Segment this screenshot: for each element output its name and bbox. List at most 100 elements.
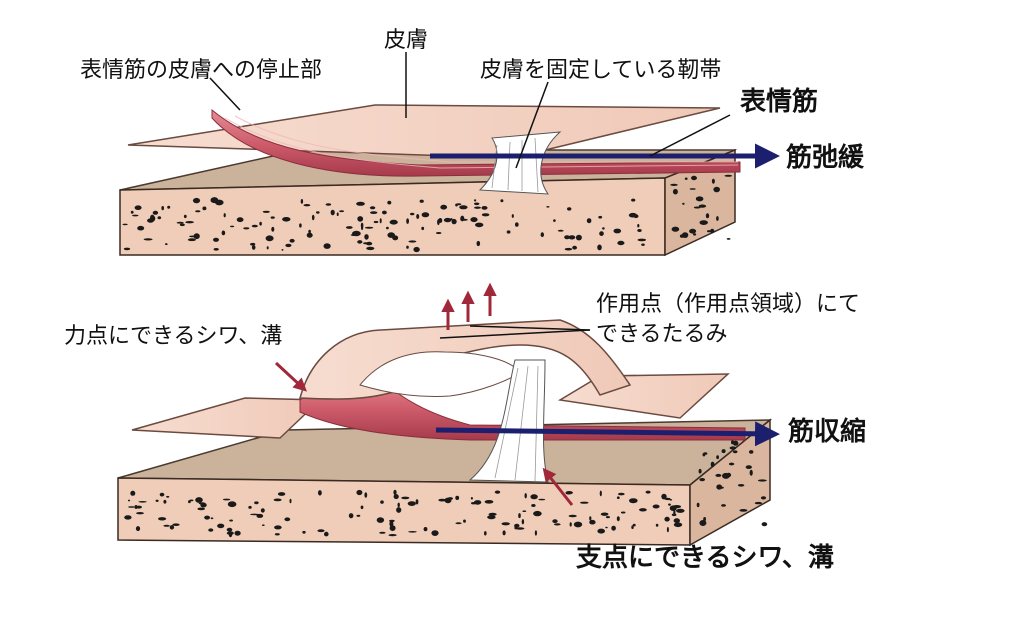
speckle: [204, 515, 211, 520]
bottom-ligament: [468, 359, 549, 483]
speckle: [188, 500, 191, 504]
speckle: [259, 221, 262, 226]
speckle: [575, 234, 582, 241]
speckle: [455, 203, 458, 207]
speckle: [389, 525, 396, 531]
speckle: [134, 505, 138, 509]
speckle: [380, 500, 384, 504]
speckle: [163, 524, 170, 527]
speckle: [664, 497, 671, 501]
speckle: [423, 527, 428, 532]
speckle: [135, 526, 141, 532]
speckle: [673, 522, 683, 528]
speckle: [408, 240, 417, 243]
speckle: [572, 245, 577, 250]
speckle: [628, 212, 638, 218]
speckle: [724, 174, 733, 177]
speckle: [176, 221, 184, 224]
speckle: [169, 525, 175, 530]
speckle: [641, 243, 645, 246]
speckle: [689, 228, 697, 234]
speckle: [356, 489, 363, 496]
top-facial-muscle: [211, 108, 741, 177]
speckle: [629, 498, 638, 504]
speckle: [616, 516, 620, 522]
speckle: [143, 238, 153, 241]
speckle: [364, 234, 369, 240]
speckle: [356, 514, 361, 517]
speckle: [760, 496, 767, 500]
speckle: [481, 213, 490, 217]
speckle: [136, 512, 144, 515]
speckle: [350, 234, 359, 236]
speckle: [473, 500, 482, 505]
speckle: [364, 226, 374, 229]
speckle: [673, 518, 680, 524]
speckle: [217, 523, 225, 529]
speckle: [300, 199, 304, 204]
speckle: [210, 517, 214, 520]
speckle: [213, 248, 219, 251]
speckle: [728, 462, 735, 466]
speckle: [668, 503, 671, 506]
speckle: [671, 226, 680, 232]
speckle: [234, 530, 241, 536]
speckle: [401, 496, 410, 500]
speckle: [695, 196, 704, 202]
speckle: [761, 522, 768, 527]
speckle: [749, 469, 753, 476]
speckle: [672, 188, 678, 195]
speckle: [691, 175, 697, 181]
speckle: [150, 214, 155, 221]
speckle: [567, 207, 572, 211]
speckle: [421, 212, 430, 218]
speckle: [568, 235, 576, 240]
speckle: [271, 226, 275, 232]
speckle: [438, 498, 447, 502]
speckle: [451, 218, 457, 225]
label-insertion: 表情筋の皮膚への停止部: [80, 58, 323, 83]
speckle: [488, 512, 497, 516]
speckle: [370, 211, 378, 215]
speckle: [285, 243, 292, 248]
speckle: [652, 504, 660, 509]
speckle: [130, 490, 136, 496]
speckle: [533, 510, 542, 517]
top-subcutaneous-block: [119, 148, 738, 257]
label-action-point-line1: 作用点（作用点領域）にて: [596, 292, 861, 317]
speckle: [431, 530, 439, 536]
speckle: [250, 513, 259, 516]
speckle: [605, 526, 608, 529]
speckle: [281, 249, 284, 251]
speckle: [311, 214, 315, 221]
speckle: [155, 499, 159, 502]
speckle: [676, 508, 685, 513]
speckle: [158, 517, 167, 521]
speckle: [476, 240, 481, 247]
speckle: [137, 225, 145, 231]
bottom-panel: [117, 282, 780, 547]
speckle: [348, 513, 354, 519]
speckle: [553, 523, 561, 526]
speckle: [161, 206, 164, 211]
speckle: [699, 478, 705, 482]
speckle: [389, 219, 398, 225]
speckle: [713, 186, 720, 193]
speckle: [392, 235, 399, 241]
speckle: [179, 223, 185, 227]
speckle: [552, 519, 558, 524]
speckle: [506, 230, 511, 234]
force-point-arrow: [274, 361, 307, 392]
speckle: [152, 210, 159, 215]
speckle: [721, 449, 726, 454]
speckle: [187, 238, 196, 242]
speckle: [243, 227, 250, 230]
speckle: [357, 240, 363, 244]
speckle: [698, 204, 707, 208]
speckle: [223, 213, 226, 218]
speckle: [289, 238, 295, 243]
speckle: [450, 218, 453, 221]
speckle: [557, 229, 564, 232]
speckle: [715, 473, 722, 477]
speckle: [274, 525, 282, 530]
